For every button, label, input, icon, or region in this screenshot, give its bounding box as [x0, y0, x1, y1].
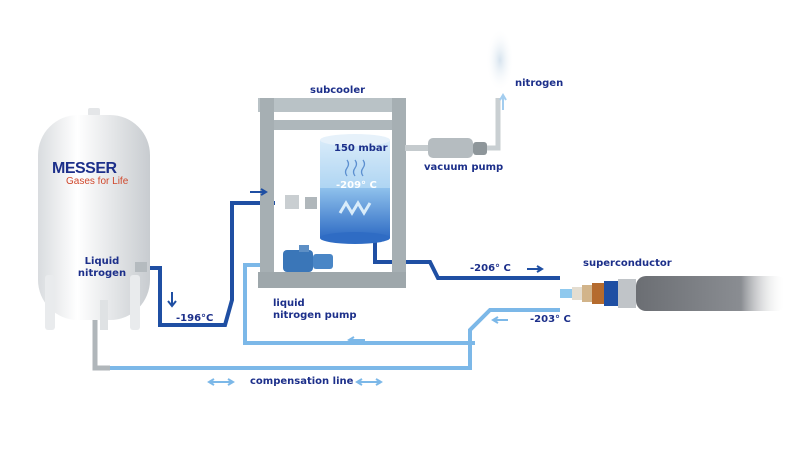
compensation-left-arrow-icon: [207, 378, 235, 386]
supply-flow-arrow-icon: [167, 292, 177, 308]
outlet-temp-reading: -206° C: [470, 263, 511, 274]
brand-name: MESSER: [52, 160, 117, 177]
superconductor-label: superconductor: [583, 258, 672, 269]
inlet-valve: [285, 195, 299, 209]
bottom-return-arrow-icon: [347, 336, 365, 344]
nitrogen-exhaust-label: nitrogen: [515, 78, 564, 89]
compensation-line-label: compensation line: [250, 376, 354, 387]
superconductor-cable: [560, 276, 786, 311]
tank-label: Liquid nitrogen: [77, 256, 127, 279]
pump-label-line2: nitrogen pump: [273, 310, 357, 321]
liquid-nitrogen-pump: [283, 245, 333, 272]
messer-logo: MESSER Gases for Life: [52, 160, 128, 187]
supply-line-pipe: [140, 201, 275, 327]
bath-pressure-reading: 150 mbar: [334, 143, 388, 154]
subcooler-frame: [258, 98, 406, 288]
bath-temp-reading: -209° C: [336, 180, 377, 191]
outlet-flow-arrow-icon: [527, 265, 544, 273]
inlet-flow-arrow-icon: [250, 188, 268, 196]
nitrogen-exhaust-plume: [486, 28, 514, 92]
return-temp-reading: -203° C: [530, 314, 571, 325]
pump-label-line1: liquid: [273, 298, 305, 309]
subcooler-vessel: [320, 134, 390, 244]
compensation-right-arrow-icon: [355, 378, 383, 386]
supply-temp-reading: -196°C: [176, 313, 214, 324]
liquid-nitrogen-tank: [38, 108, 150, 330]
subcooler-label: subcooler: [310, 85, 366, 96]
exhaust-arrow-icon: [499, 93, 507, 110]
return-line-pipe: [243, 263, 265, 345]
outlet-line-pipe: [373, 228, 560, 280]
vacuum-pump-label: vacuum pump: [424, 162, 504, 173]
return-flow-arrow-icon: [491, 316, 508, 324]
brand-tagline: Gases for Life: [66, 176, 129, 187]
vacuum-pump: [405, 98, 501, 158]
